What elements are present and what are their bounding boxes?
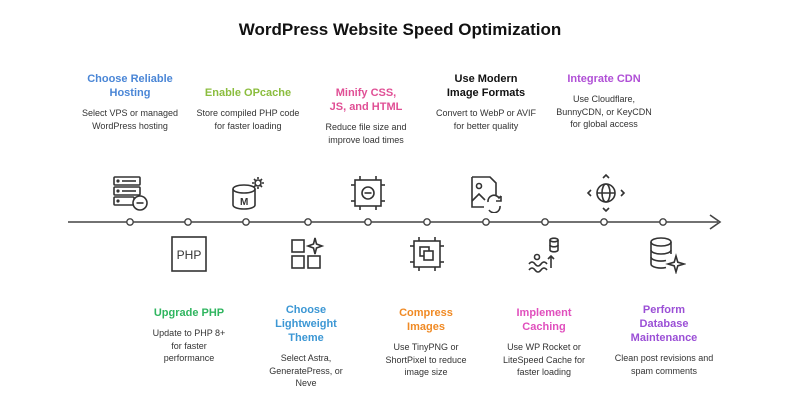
timeline-dot [364, 218, 372, 226]
globe-icon [586, 173, 626, 213]
step-choose-reliable-hosting: Choose Reliable Hosting Select VPS or ma… [78, 72, 182, 132]
step-description: Use TinyPNG or ShortPixel to reduce imag… [385, 342, 467, 377]
svg-text:M: M [240, 197, 248, 208]
step-description: Update to PHP 8+ for faster performance [152, 328, 226, 363]
database-clean-icon [646, 234, 686, 274]
server-icon [110, 173, 150, 213]
timeline-dot [659, 218, 667, 226]
compress-icon [407, 234, 447, 274]
theme-grid-icon [288, 234, 328, 274]
step-description: Select VPS or managed WordPress hosting [81, 108, 179, 131]
step-title: Enable OPcache [204, 87, 292, 99]
step-title: Upgrade PHP [153, 307, 225, 319]
step-enable-opcache: Enable OPcache Store compiled PHP code f… [196, 86, 300, 132]
page-title: WordPress Website Speed Optimization [238, 20, 562, 39]
timeline-dot [184, 218, 192, 226]
step-title: Choose Reliable Hosting [87, 73, 173, 99]
step-integrate-cdn: Integrate CDN Use Cloudflare, BunnyCDN, … [552, 72, 656, 131]
timeline-dot [423, 218, 431, 226]
caching-icon [525, 234, 565, 274]
step-minify: Minify CSS, JS, and HTML Reduce file siz… [314, 86, 418, 146]
step-title: Use Modern Image Formats [446, 73, 526, 99]
step-compress-images: Compress Images Use TinyPNG or ShortPixe… [374, 306, 478, 379]
step-title: Perform Database Maintenance [630, 304, 698, 344]
step-title: Minify CSS, JS, and HTML [329, 87, 403, 113]
timeline-dot [242, 218, 250, 226]
step-description: Store compiled PHP code for faster loadi… [196, 108, 300, 131]
timeline-dot [126, 218, 134, 226]
step-description: Select Astra, GeneratePress, or Neve [269, 353, 343, 388]
step-upgrade-php: Upgrade PHP Update to PHP 8+ for faster … [137, 306, 241, 365]
step-title: Implement Caching [516, 307, 572, 333]
step-description: Use WP Rocket or LiteSpeed Cache for fas… [502, 342, 586, 377]
image-convert-icon [466, 173, 506, 213]
step-lightweight-theme: Choose Lightweight Theme Select Astra, G… [254, 303, 358, 390]
step-title: Choose Lightweight Theme [275, 304, 337, 344]
timeline-dot [541, 218, 549, 226]
step-description: Use Cloudflare, BunnyCDN, or KeyCDN for … [556, 94, 652, 129]
php-icon: PHP [169, 234, 209, 274]
step-description: Clean post revisions and spam comments [614, 353, 714, 376]
timeline-arrowhead [709, 214, 722, 230]
step-modern-image-formats: Use Modern Image Formats Convert to WebP… [434, 72, 538, 132]
minify-icon [348, 173, 388, 213]
step-description: Reduce file size and improve load times [325, 122, 407, 145]
php-icon-label: PHP [177, 248, 202, 262]
timeline-dot [482, 218, 490, 226]
step-database-maintenance: Perform Database Maintenance Clean post … [612, 303, 716, 377]
timeline-dot [304, 218, 312, 226]
timeline-dot [600, 218, 608, 226]
step-title: Compress Images [399, 307, 453, 333]
step-implement-caching: Implement Caching Use WP Rocket or LiteS… [492, 306, 596, 379]
step-title: Integrate CDN [567, 73, 641, 85]
step-description: Convert to WebP or AVIF for better quali… [435, 108, 537, 131]
database-cache-icon: M [228, 175, 268, 215]
